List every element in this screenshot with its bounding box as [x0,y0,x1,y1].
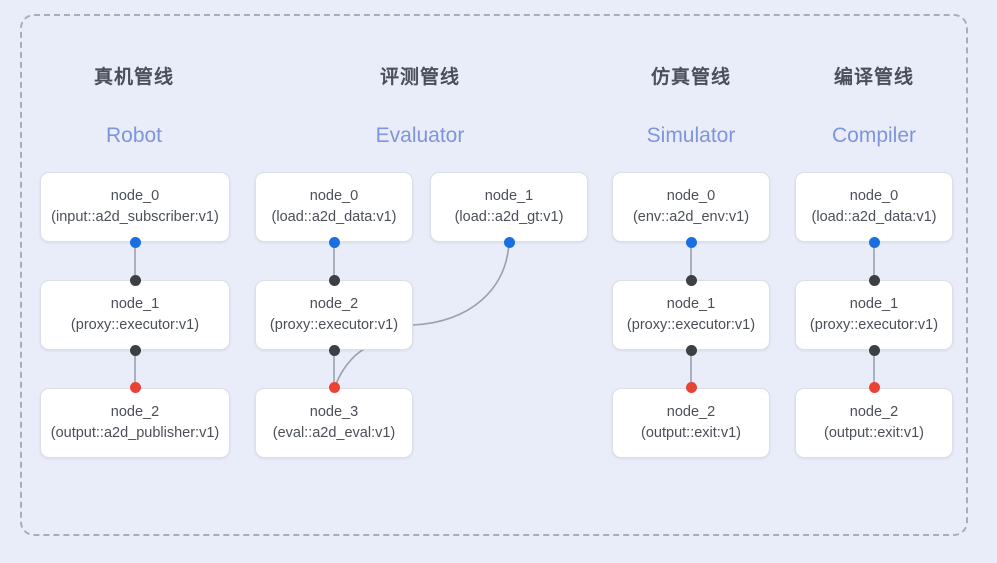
node-robot-0[interactable]: node_0 (input::a2d_subscriber:v1) [40,172,230,242]
node-name: node_0 [110,187,160,204]
node-name: node_0 [666,187,716,204]
port-output-black-simulator-1[interactable] [685,344,697,356]
node-simulator-2[interactable]: node_2 (output::exit:v1) [612,388,770,458]
node-spec: (proxy::executor:v1) [626,317,756,333]
node-evaluator-1[interactable]: node_1 (load::a2d_gt:v1) [430,172,588,242]
port-input-black-simulator-1[interactable] [685,274,697,286]
port-output-blue-evaluator-0[interactable] [328,236,340,248]
column-subtitle-robot: Robot [105,124,163,147]
node-compiler-0[interactable]: node_0 (load::a2d_data:v1) [795,172,953,242]
node-name: node_0 [309,187,359,204]
node-spec: (output::exit:v1) [641,425,741,441]
node-spec: (load::a2d_data:v1) [811,209,937,225]
node-name: node_2 [110,403,160,420]
node-name: node_0 [849,187,899,204]
port-output-blue-robot-0[interactable] [129,236,141,248]
node-spec: (load::a2d_gt:v1) [454,209,564,225]
node-evaluator-2[interactable]: node_2 (proxy::executor:v1) [255,280,413,350]
column-subtitle-compiler: Compiler [831,124,917,147]
node-compiler-2[interactable]: node_2 (output::exit:v1) [795,388,953,458]
node-spec: (output::a2d_publisher:v1) [50,425,220,441]
node-robot-2[interactable]: node_2 (output::a2d_publisher:v1) [40,388,230,458]
node-name: node_1 [666,295,716,312]
node-spec: (proxy::executor:v1) [70,317,200,333]
node-robot-1[interactable]: node_1 (proxy::executor:v1) [40,280,230,350]
port-input-red-robot-2[interactable] [129,381,141,393]
node-spec: (proxy::executor:v1) [809,317,939,333]
node-evaluator-0[interactable]: node_0 (load::a2d_data:v1) [255,172,413,242]
column-title-compiler: 编译管线 [833,67,914,88]
column-title-robot: 真机管线 [93,67,174,88]
port-output-blue-evaluator-1[interactable] [503,236,515,248]
node-spec: (eval::a2d_eval:v1) [272,425,396,441]
node-simulator-1[interactable]: node_1 (proxy::executor:v1) [612,280,770,350]
node-spec: (proxy::executor:v1) [269,317,399,333]
port-input-red-simulator-2[interactable] [685,381,697,393]
node-name: node_3 [309,403,359,420]
node-name: node_2 [849,403,899,420]
port-output-black-evaluator-2[interactable] [328,344,340,356]
node-spec: (input::a2d_subscriber:v1) [51,209,219,225]
port-input-black-compiler-1[interactable] [868,274,880,286]
node-name: node_2 [666,403,716,420]
node-spec: (env::a2d_env:v1) [632,209,750,225]
port-input-red-compiler-2[interactable] [868,381,880,393]
node-name: node_1 [849,295,899,312]
port-input-black-evaluator-2[interactable] [328,274,340,286]
pipeline-overview-frame [20,14,968,536]
node-compiler-1[interactable]: node_1 (proxy::executor:v1) [795,280,953,350]
column-subtitle-simulator: Simulator [646,124,736,147]
port-output-black-robot-1[interactable] [129,344,141,356]
port-input-red-evaluator-3[interactable] [328,381,340,393]
port-output-blue-compiler-0[interactable] [868,236,880,248]
column-subtitle-evaluator: Evaluator [375,124,465,147]
port-output-blue-simulator-0[interactable] [685,236,697,248]
column-title-simulator: 仿真管线 [650,67,731,88]
node-name: node_2 [309,295,359,312]
node-name: node_1 [110,295,160,312]
node-name: node_1 [484,187,534,204]
node-spec: (load::a2d_data:v1) [271,209,397,225]
node-spec: (output::exit:v1) [824,425,924,441]
port-input-black-robot-1[interactable] [129,274,141,286]
port-output-black-compiler-1[interactable] [868,344,880,356]
column-title-evaluator: 评测管线 [379,67,460,88]
node-evaluator-3[interactable]: node_3 (eval::a2d_eval:v1) [255,388,413,458]
node-simulator-0[interactable]: node_0 (env::a2d_env:v1) [612,172,770,242]
